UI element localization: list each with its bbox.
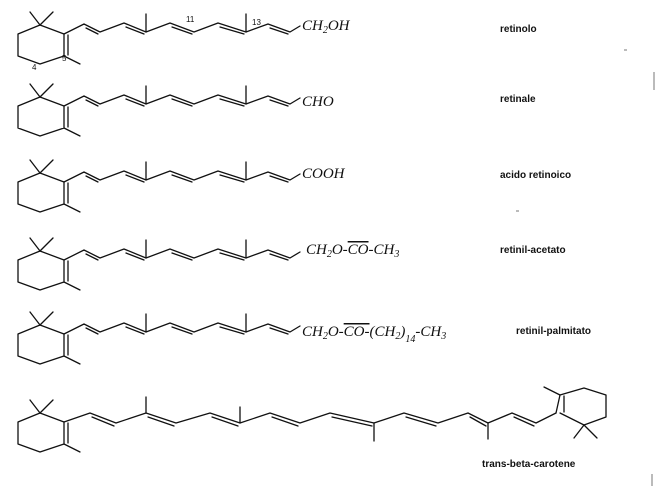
bonds-retinolo: [17, 11, 301, 65]
functional-group-retinil-palmitato: CH2O-CO-(CH2)14-CH3: [302, 324, 446, 345]
group-subscript: 3: [440, 331, 446, 342]
compound-name-retinolo: retinolo: [500, 24, 537, 35]
group-part: OH: [328, 18, 351, 34]
group-part: -CH: [415, 324, 442, 340]
compound-name-trans-beta-carotene: trans-beta-carotene: [482, 459, 576, 470]
compound-name-retinil-palmitato: retinil-palmitato: [516, 326, 591, 337]
atom-number-13: 13: [252, 18, 261, 27]
functional-group-acido-retinoico: COOH: [302, 166, 346, 182]
group-subscript: 2: [323, 25, 328, 36]
bonds-retinil-acetato: [17, 237, 301, 291]
compound-name-acido-retinoico: acido retinoico: [500, 170, 571, 181]
group-subscript: 2: [323, 331, 328, 342]
bonds-retinil-palmitato: [17, 311, 301, 365]
group-subscript: 2: [327, 249, 332, 260]
group-part: -CH: [369, 242, 396, 258]
atom-number-11: 11: [186, 15, 195, 24]
atom-number-4: 4: [32, 63, 37, 72]
group-part: ): [399, 324, 405, 340]
group-subscript: 3: [393, 249, 399, 260]
compound-name-retinil-acetato: retinil-acetato: [500, 245, 566, 256]
structure-retinale: CHO retinale: [17, 83, 536, 137]
bonds-trans-beta-carotene: [17, 386, 607, 453]
structure-trans-beta-carotene: trans-beta-carotene: [17, 386, 607, 470]
group-part: CO-: [344, 324, 370, 340]
group-subscript: 2: [395, 331, 400, 342]
group-part: O-: [328, 324, 344, 340]
functional-group-retinale: CHO: [302, 94, 334, 110]
bonds-acido-retinoico: [17, 159, 301, 213]
group-part: CH: [306, 242, 328, 258]
structure-retinil-palmitato: CH2O-CO-(CH2)14-CH3 retinil-palmitato: [17, 311, 591, 365]
structure-retinolo: 4 5 11 13 CH2OH retinolo: [17, 11, 537, 72]
atom-number-5: 5: [62, 54, 67, 63]
functional-group-retinolo: CH2OH: [302, 18, 351, 36]
group-part: CH: [302, 18, 324, 34]
group-subscript: 14: [405, 334, 415, 345]
group-part: O-: [332, 242, 348, 258]
group-part: CH: [302, 324, 324, 340]
bonds-retinale: [17, 83, 301, 137]
structure-retinil-acetato: CH2O-CO-CH3 retinil-acetato: [17, 237, 566, 291]
structure-acido-retinoico: COOH acido retinoico: [17, 159, 571, 213]
compound-name-retinale: retinale: [500, 94, 536, 105]
group-part: CO: [348, 242, 369, 258]
functional-group-retinil-acetato: CH2O-CO-CH3: [306, 242, 399, 260]
group-part: (CH: [370, 324, 397, 340]
